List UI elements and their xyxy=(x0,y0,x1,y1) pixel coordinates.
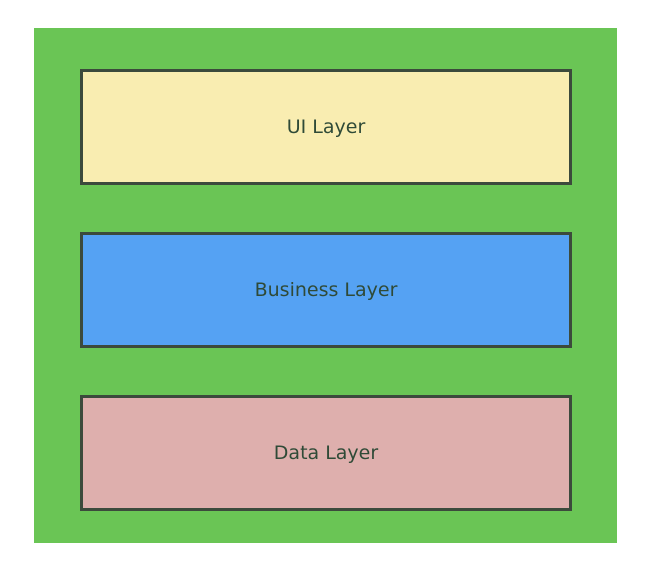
data-layer-label: Data Layer xyxy=(273,442,379,464)
ui-layer-label: UI Layer xyxy=(286,116,366,138)
diagram-canvas: UI Layer Business Layer Data Layer xyxy=(34,28,617,543)
business-layer-box: Business Layer xyxy=(80,232,572,348)
ui-layer-box: UI Layer xyxy=(80,69,572,185)
data-layer-box: Data Layer xyxy=(80,395,572,511)
business-layer-label: Business Layer xyxy=(254,279,398,301)
